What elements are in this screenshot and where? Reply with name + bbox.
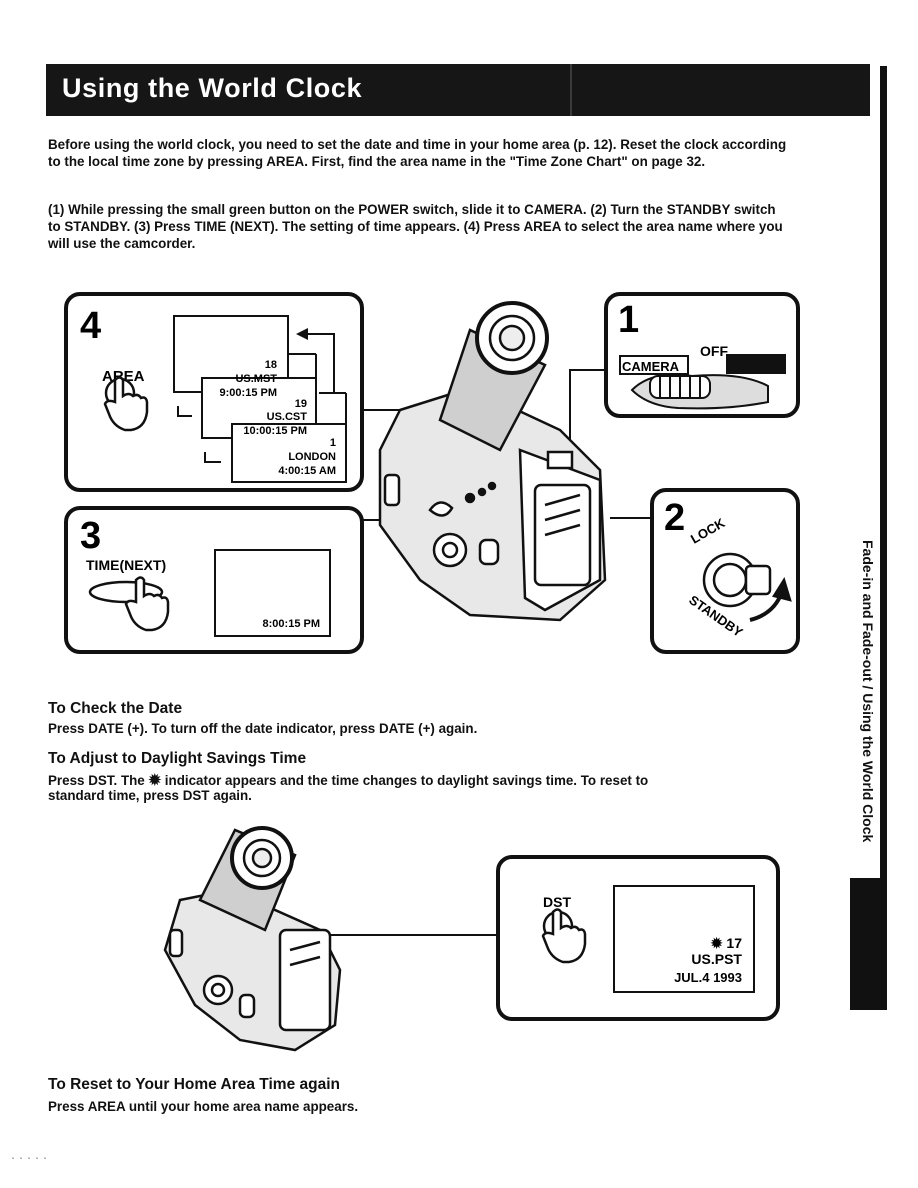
hand-press-icon bbox=[103, 376, 149, 432]
screen1-area: US.MST bbox=[235, 373, 277, 385]
dst-text-before-icon: Press DST. The bbox=[48, 773, 145, 788]
screen2-time: 10:00:15 PM bbox=[243, 425, 307, 437]
dst-figure: DST ✹ 17 US.PST JUL.4 1993 bbox=[163, 826, 780, 1052]
dst-text-line2: standard time, press DST again. bbox=[48, 788, 252, 803]
step-1-number: 1 bbox=[618, 299, 639, 341]
time-next-button-label: TIME(NEXT) bbox=[86, 557, 166, 573]
section-tab bbox=[850, 878, 886, 1010]
title-bar: Using the World Clock bbox=[46, 64, 870, 116]
step-3-number: 3 bbox=[80, 515, 101, 557]
side-label-text: Fade-in and Fade-out / Using the World C… bbox=[860, 540, 876, 843]
step-4-number: 4 bbox=[80, 305, 101, 347]
camcorder-illustration bbox=[378, 301, 607, 622]
screen3-zone: 1 bbox=[330, 437, 336, 449]
dst-button-label: DST bbox=[543, 894, 571, 910]
dst-screen-zone: ✹ 17 bbox=[710, 935, 742, 951]
step-3-panel: 3 TIME(NEXT) 8:00:15 PM bbox=[64, 506, 364, 654]
camera-label: CAMERA bbox=[622, 359, 680, 374]
reset-heading: To Reset to Your Home Area Time again bbox=[48, 1076, 340, 1093]
screen3-area: LONDON bbox=[288, 451, 336, 463]
check-date-text: Press DATE (+). To turn off the date ind… bbox=[48, 721, 478, 736]
footer-artifacts: ..... bbox=[10, 1152, 51, 1163]
intro-paragraph: Before using the world clock, you need t… bbox=[48, 137, 787, 169]
screen1-time: 9:00:15 PM bbox=[220, 387, 277, 399]
sun-dst-icon: ✹ bbox=[148, 772, 162, 789]
step-2-panel: 2 LOCK STANDBY bbox=[650, 488, 800, 654]
screen3-time: 4:00:15 AM bbox=[278, 465, 336, 477]
step3-screen-time: 8:00:15 PM bbox=[263, 618, 320, 630]
page-title: Using the World Clock bbox=[62, 73, 363, 103]
standby-dial-illustration bbox=[702, 552, 792, 622]
step-2-number: 2 bbox=[664, 497, 685, 539]
power-switch-illustration bbox=[630, 373, 769, 410]
world-clock-setup-figure: 4 AREA 18 US.MST 9:00:15 PM 19 US.CST 10… bbox=[64, 292, 800, 654]
step-4-panel: 4 AREA 18 US.MST 9:00:15 PM 19 US.CST 10… bbox=[64, 292, 364, 492]
step-1-panel: 1 OFF CAMERA bbox=[604, 292, 800, 418]
reset-text: Press AREA until your home area name app… bbox=[48, 1099, 359, 1114]
dst-panel: DST ✹ 17 US.PST JUL.4 1993 bbox=[496, 855, 780, 1021]
screen2-area: US.CST bbox=[267, 411, 308, 423]
side-margin-bar bbox=[880, 66, 887, 1010]
screen2-zone: 19 bbox=[295, 398, 307, 410]
dst-screen-date: JUL.4 1993 bbox=[674, 970, 742, 985]
screen1-zone: 18 bbox=[265, 359, 277, 371]
hand-press-icon bbox=[541, 908, 587, 964]
check-date-heading: To Check the Date bbox=[48, 700, 183, 717]
off-label: OFF bbox=[700, 343, 728, 359]
steps-paragraph: (1) While pressing the small green butto… bbox=[48, 202, 783, 251]
dst-screen-area: US.PST bbox=[691, 951, 742, 967]
title-bar-divider bbox=[570, 64, 572, 116]
side-label: Fade-in and Fade-out / Using the World C… bbox=[858, 540, 878, 860]
dst-heading: To Adjust to Daylight Savings Time bbox=[48, 750, 307, 767]
dst-text-line1: Press DST. The ✹ indicator appears and t… bbox=[48, 771, 648, 789]
camcorder-illustration bbox=[163, 826, 342, 1052]
time-next-button-icon bbox=[88, 576, 170, 632]
dst-text-after-icon: indicator appears and the time changes t… bbox=[164, 773, 649, 788]
